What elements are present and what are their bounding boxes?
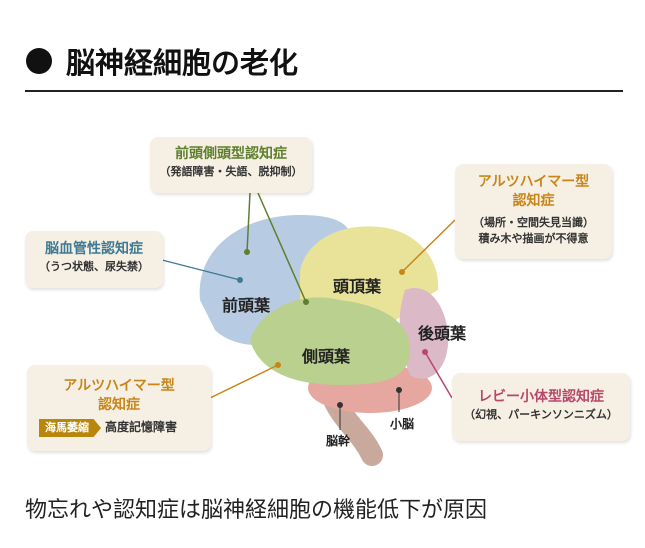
title-text: 脳神経細胞の老化 [66, 46, 299, 80]
ftd-sub: （発語障害・失語、脱抑制） [159, 165, 303, 178]
vascular-title: 脳血管性認知症 [45, 241, 143, 257]
lewy-title: レビー小体型認知症 [478, 389, 604, 405]
page-title: 脳神経細胞の老化 [26, 40, 298, 82]
vascular-sub: （うつ状態、尿失禁） [39, 260, 149, 273]
label-occipital: 後頭葉 [418, 324, 467, 343]
footer-caption: 物忘れや認知症は脳神経細胞の機能低下が原因 [25, 498, 488, 523]
alz-right-title2: 認知症 [512, 193, 555, 209]
alz-right-title1: アルツハイマー型 [477, 174, 590, 190]
temporal-lobe [250, 297, 410, 385]
label-brainstem: 脳幹 [326, 434, 351, 448]
label-frontal: 前頭葉 [222, 296, 271, 315]
divider [25, 90, 623, 92]
alz-right-sub2: 積み木や描画が不得意 [478, 232, 589, 245]
lewy-sub: （幻視、パーキンソンニズム） [464, 408, 618, 421]
alz-left-title2: 認知症 [98, 397, 140, 413]
label-temporal: 側頭葉 [302, 347, 351, 366]
occipital-lobe [399, 288, 449, 379]
callout-vascular: 脳血管性認知症 （うつ状態、尿失禁） [25, 231, 163, 288]
label-cerebellum: 小脳 [390, 417, 415, 431]
hippocampus-tag: 海馬萎縮 [39, 419, 101, 437]
ftd-title: 前頭側頭型認知症 [175, 146, 287, 162]
alz-left-title1: アルツハイマー型 [63, 378, 175, 394]
callout-alzheimer-right: アルツハイマー型 認知症 （場所・空間失見当識） 積み木や描画が不得意 [455, 164, 612, 259]
bullet-icon [26, 48, 52, 74]
label-parietal: 頭頂葉 [333, 277, 382, 296]
alz-left-sub: 高度記憶障害 [105, 420, 178, 434]
alz-right-sub1: （場所・空間失見当識） [473, 216, 594, 229]
callout-lewy: レビー小体型認知症 （幻視、パーキンソンニズム） [452, 373, 630, 441]
callout-alzheimer-left: アルツハイマー型 認知症 海馬萎縮高度記憶障害 [27, 365, 211, 451]
callout-ftd: 前頭側頭型認知症 （発語障害・失語、脱抑制） [150, 137, 312, 193]
